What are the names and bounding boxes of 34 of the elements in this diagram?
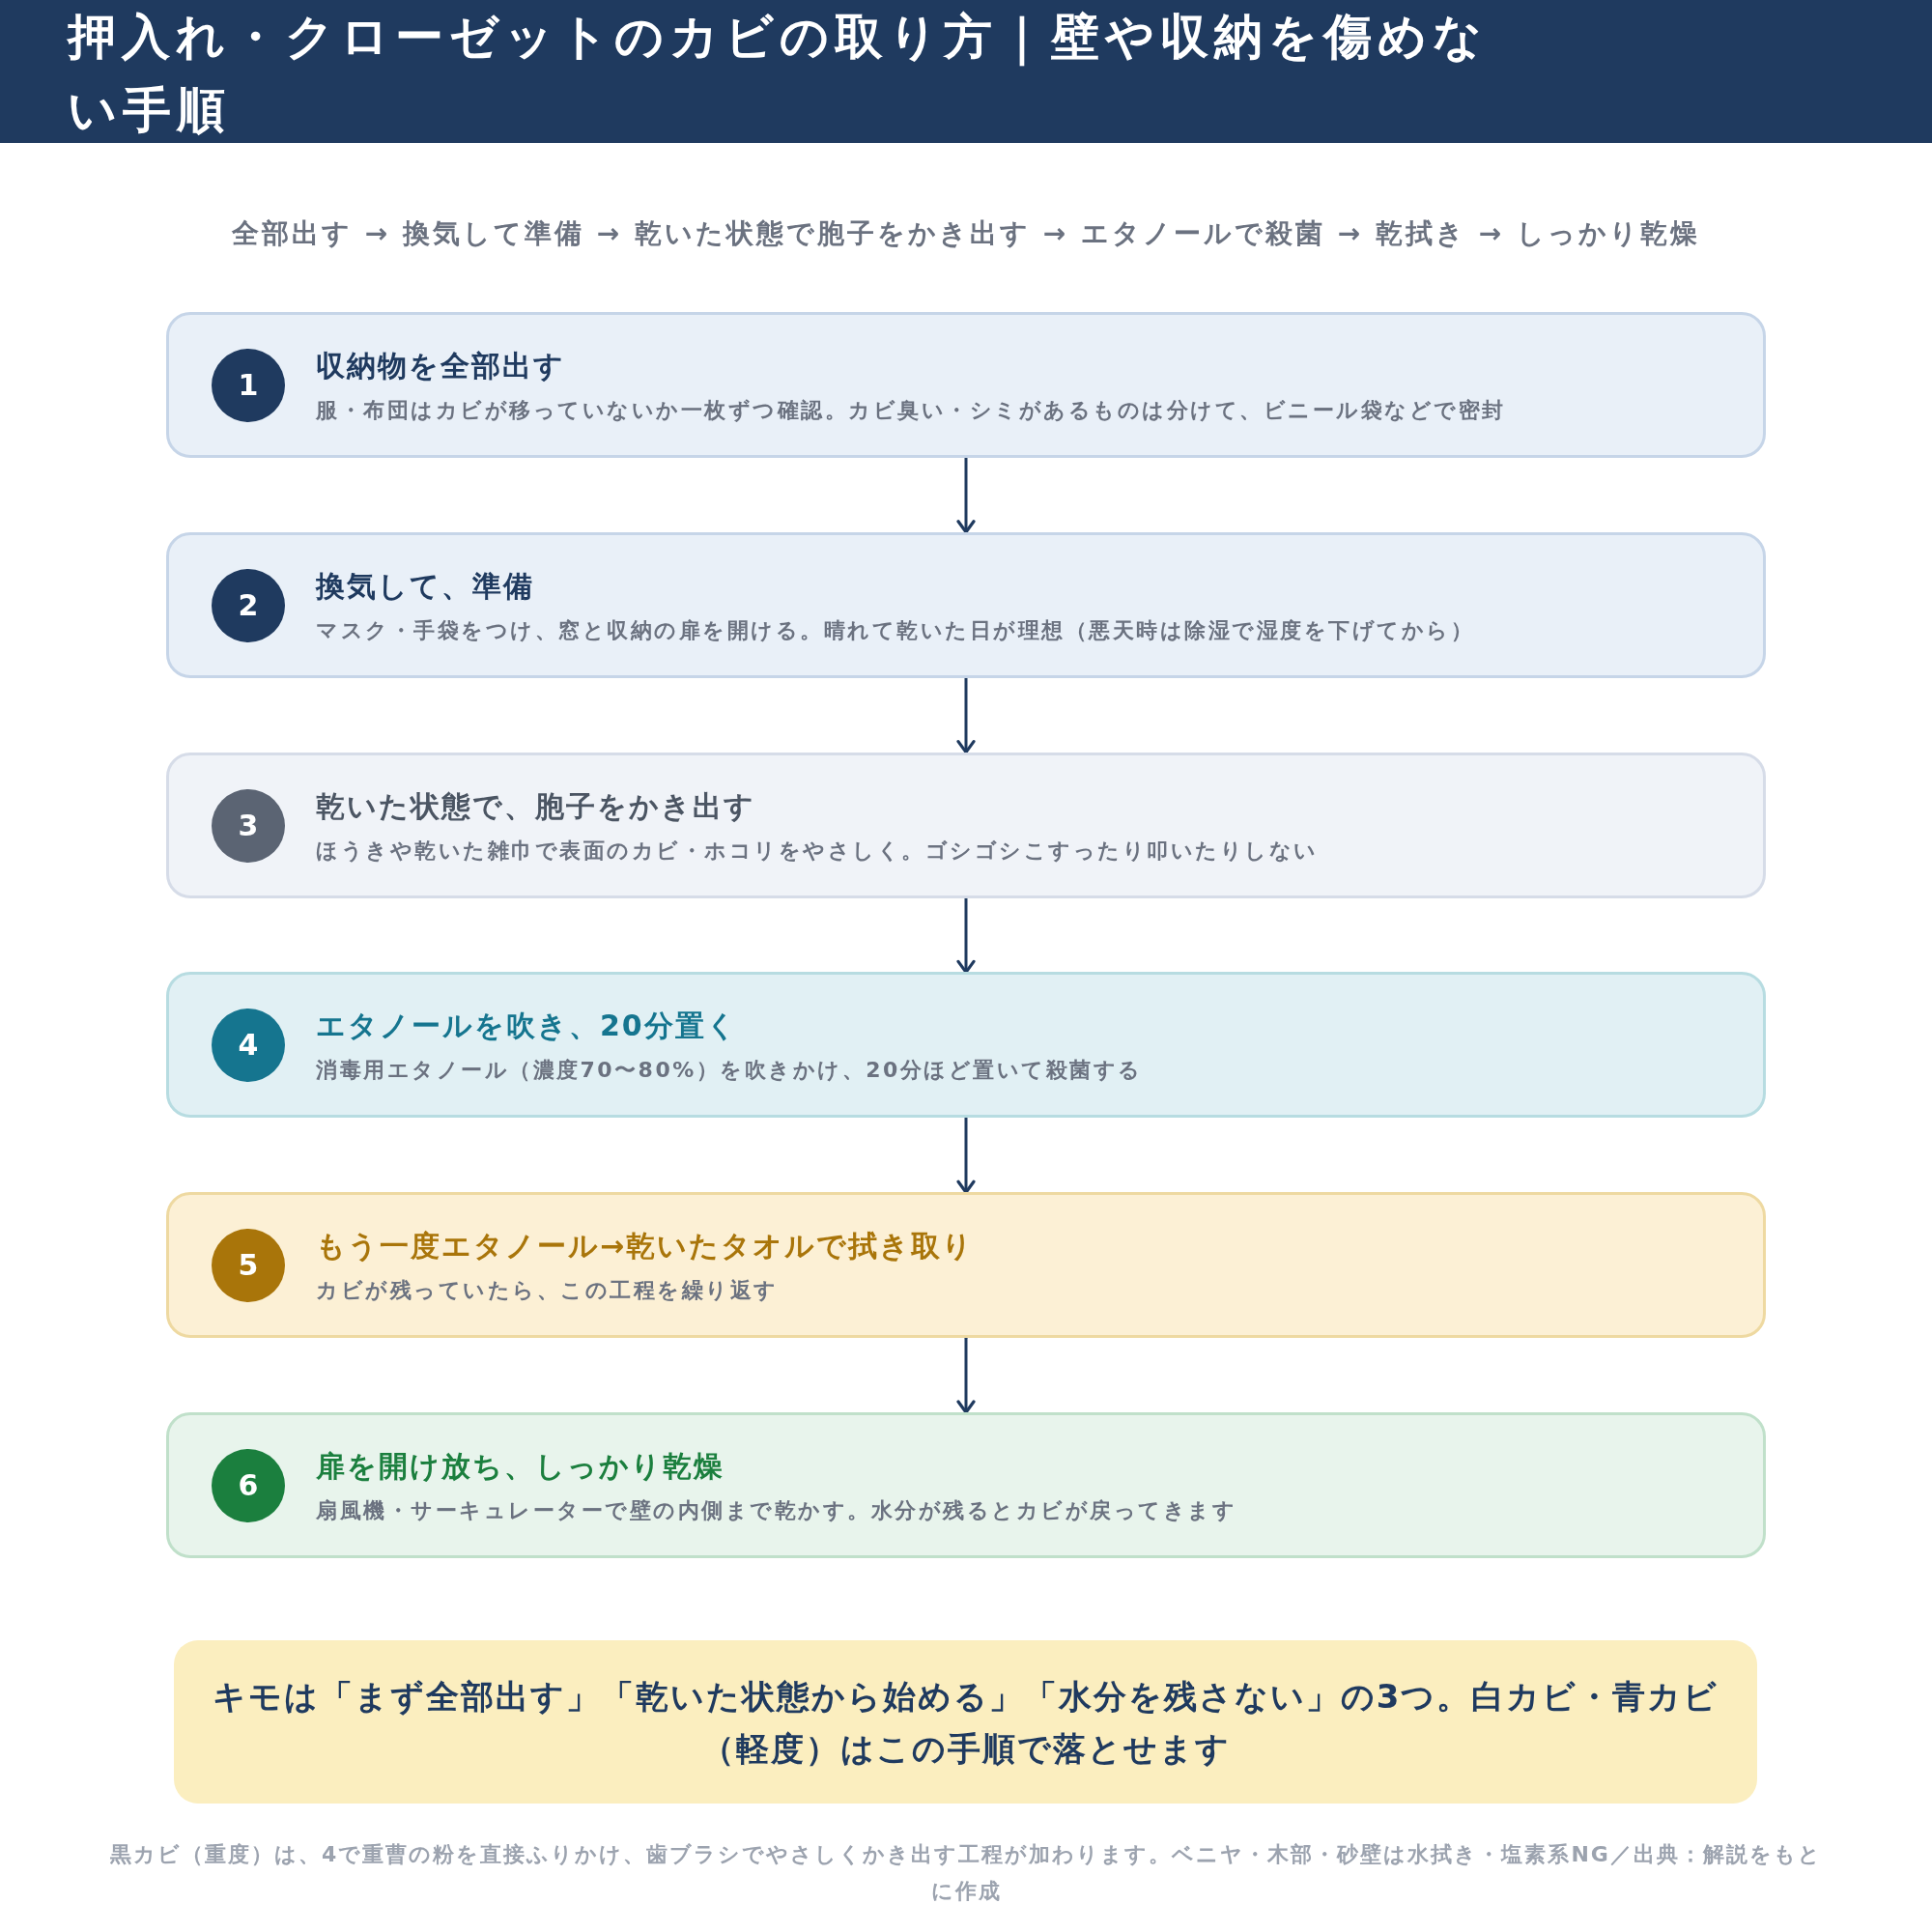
step-number: 1: [212, 349, 285, 422]
step-card: [166, 752, 1766, 898]
step-number: 2: [212, 568, 285, 642]
arrow: [956, 896, 976, 974]
step-number: 3: [212, 788, 285, 863]
step-description: カビが残っていたら、この工程を繰り返す: [316, 1277, 779, 1305]
step-description: マスク・手袋をつけ、窓と収納の扉を開ける。晴れて乾いた日が理想（悪天時は除湿で湿度を下げてから）: [316, 616, 1474, 644]
step-heading: 収納物を全部出す: [316, 348, 565, 384]
footnote: 黒カビ（重度）は、4で重曹の粉を直接ふりかけ、歯ブラシでやさしくかき出す工程が加わります。ベニヤ・木部・砂壁は水拭き・塩素系NG／出典：解説をもとに作成: [109, 1841, 1823, 1905]
step-card: [166, 531, 1766, 678]
step-card: [166, 312, 1766, 458]
step-card: [166, 1192, 1766, 1339]
step-description: ほうきや乾いた雑巾で表面のカビ・ホコリをやさしく。ゴシゴシこすったり叩いたりしない: [316, 837, 1319, 865]
step-heading: エタノールを吹き、20分置く: [316, 1008, 738, 1045]
step-heading: 扉を開け放ち、しっかり乾燥: [316, 1448, 724, 1485]
step-card: [166, 972, 1766, 1119]
step-number: 5: [212, 1229, 285, 1303]
arrow: [956, 676, 976, 754]
arrow: [956, 1336, 976, 1414]
step-card: [166, 1412, 1766, 1558]
summary-text: キモは「まず全部出す」「乾いた状態から始める」「水分を残さない」の3つ。白カビ・青カビ（軽度）はこの手順で落とせます: [212, 1675, 1719, 1770]
step-number: 4: [212, 1009, 285, 1083]
flow-summary: 全部出す → 換気して準備 → 乾いた状態で胞子をかき出す → エタノールで殺菌 → 乾拭き → しっかり乾燥: [232, 216, 1700, 251]
step-description: 服・布団はカビが移っていないか一枚ずつ確認。カビ臭い・シミがあるものは分けて、ビニール袋などで密封: [316, 397, 1506, 424]
page-title: 押入れ・クローゼットのカビの取り方｜壁や収納を傷めない手順: [68, 8, 1489, 140]
step-description: 消毒用エタノール（濃度70〜80%）を吹きかけ、20分ほど置いて殺菌する: [316, 1057, 1143, 1085]
summary-callout: [174, 1640, 1757, 1804]
step-number: 6: [212, 1449, 285, 1522]
step-description: 扇風機・サーキュレーターで壁の内側まで乾かす。水分が残るとカビが戻ってきます: [316, 1497, 1236, 1524]
arrow: [956, 456, 976, 534]
step-heading: 換気して、準備: [316, 567, 534, 605]
arrow: [956, 1116, 976, 1194]
step-heading: もう一度エタノール→乾いたタオルで拭き取り: [316, 1228, 975, 1265]
step-heading: 乾いた状態で、胞子をかき出す: [316, 787, 755, 825]
